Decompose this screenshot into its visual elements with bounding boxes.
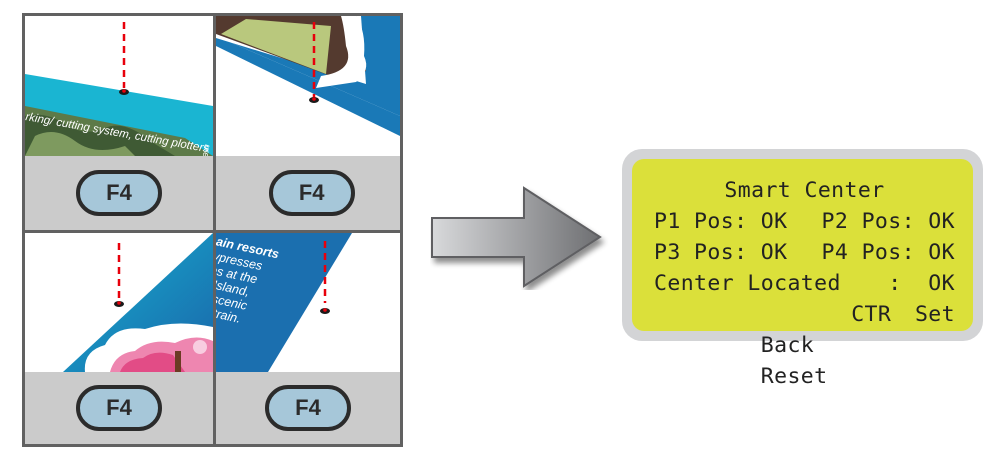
button-strip: F4 — [25, 372, 213, 444]
button-strip: F4 — [216, 372, 400, 444]
p3-status: P3 Pos: OK — [654, 240, 788, 265]
f4-button[interactable]: F4 — [265, 385, 351, 431]
panel-artwork: ain resorts ypresses es at the Island, s… — [216, 233, 400, 372]
button-strip: F4 — [25, 156, 213, 230]
p1-status: P1 Pos: OK — [654, 209, 788, 234]
lcd-title: Smart Center — [724, 178, 885, 203]
panel-bottom-right: ain resorts ypresses es at the Island, s… — [216, 233, 400, 444]
lcd-softkeys: Back Reset CTR Set — [654, 299, 955, 389]
panel-artwork — [25, 233, 213, 372]
lcd-display: Smart Center P1 Pos: OK P2 Pos: OK P3 Po… — [622, 149, 983, 389]
lcd-screen: Smart Center P1 Pos: OK P2 Pos: OK P3 Po… — [632, 159, 973, 389]
button-strip: F4 — [216, 156, 400, 230]
p2-status: P2 Pos: OK — [821, 209, 955, 234]
lcd-row: Center Located : OK — [654, 268, 955, 299]
center-located-label: Center Located — [654, 271, 841, 296]
lcd-row: P1 Pos: OK P2 Pos: OK — [654, 206, 955, 237]
panel-bottom-left: F4 — [25, 233, 213, 444]
panel-artwork: rking/ cutting system, cutting plotters … — [25, 16, 213, 156]
softkey-back[interactable]: Back — [760, 333, 815, 358]
f4-button[interactable]: F4 — [76, 170, 162, 216]
f4-button[interactable]: F4 — [76, 385, 162, 431]
panel-artwork — [216, 16, 400, 156]
lcd-row: P3 Pos: OK P4 Pos: OK — [654, 237, 955, 268]
panel-top-right: F4 — [216, 16, 400, 230]
svg-text:ure: ure — [201, 144, 213, 156]
right-arrow-icon — [430, 185, 620, 295]
center-located-status: : OK — [888, 271, 955, 296]
softkey-set[interactable]: Set — [914, 302, 955, 327]
panel-grid: rking/ cutting system, cutting plotters … — [22, 13, 403, 447]
panel-top-left: rking/ cutting system, cutting plotters … — [25, 16, 213, 230]
softkey-reset[interactable]: Reset — [760, 364, 828, 389]
p4-status: P4 Pos: OK — [821, 240, 955, 265]
f4-button[interactable]: F4 — [268, 170, 355, 216]
softkey-ctr[interactable]: CTR — [851, 302, 892, 327]
